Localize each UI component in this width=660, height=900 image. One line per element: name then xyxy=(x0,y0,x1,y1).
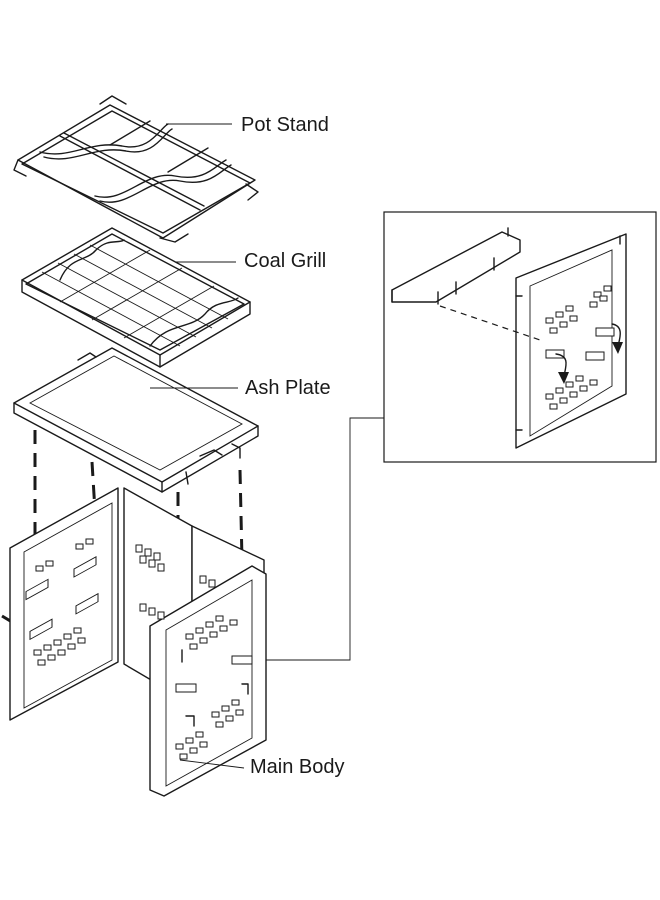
ash-plate-drawing xyxy=(13,347,259,493)
coal-grill-drawing xyxy=(21,227,251,368)
pot-stand-label: Pot Stand xyxy=(241,114,329,136)
detail-inset xyxy=(383,211,657,463)
main-body-label: Main Body xyxy=(250,756,345,778)
ash-plate-label: Ash Plate xyxy=(245,377,331,399)
main-body-drawing xyxy=(9,487,267,797)
pot-stand-drawing xyxy=(13,95,259,243)
leader-lines xyxy=(150,123,384,769)
coal-grill-label: Coal Grill xyxy=(244,250,327,272)
